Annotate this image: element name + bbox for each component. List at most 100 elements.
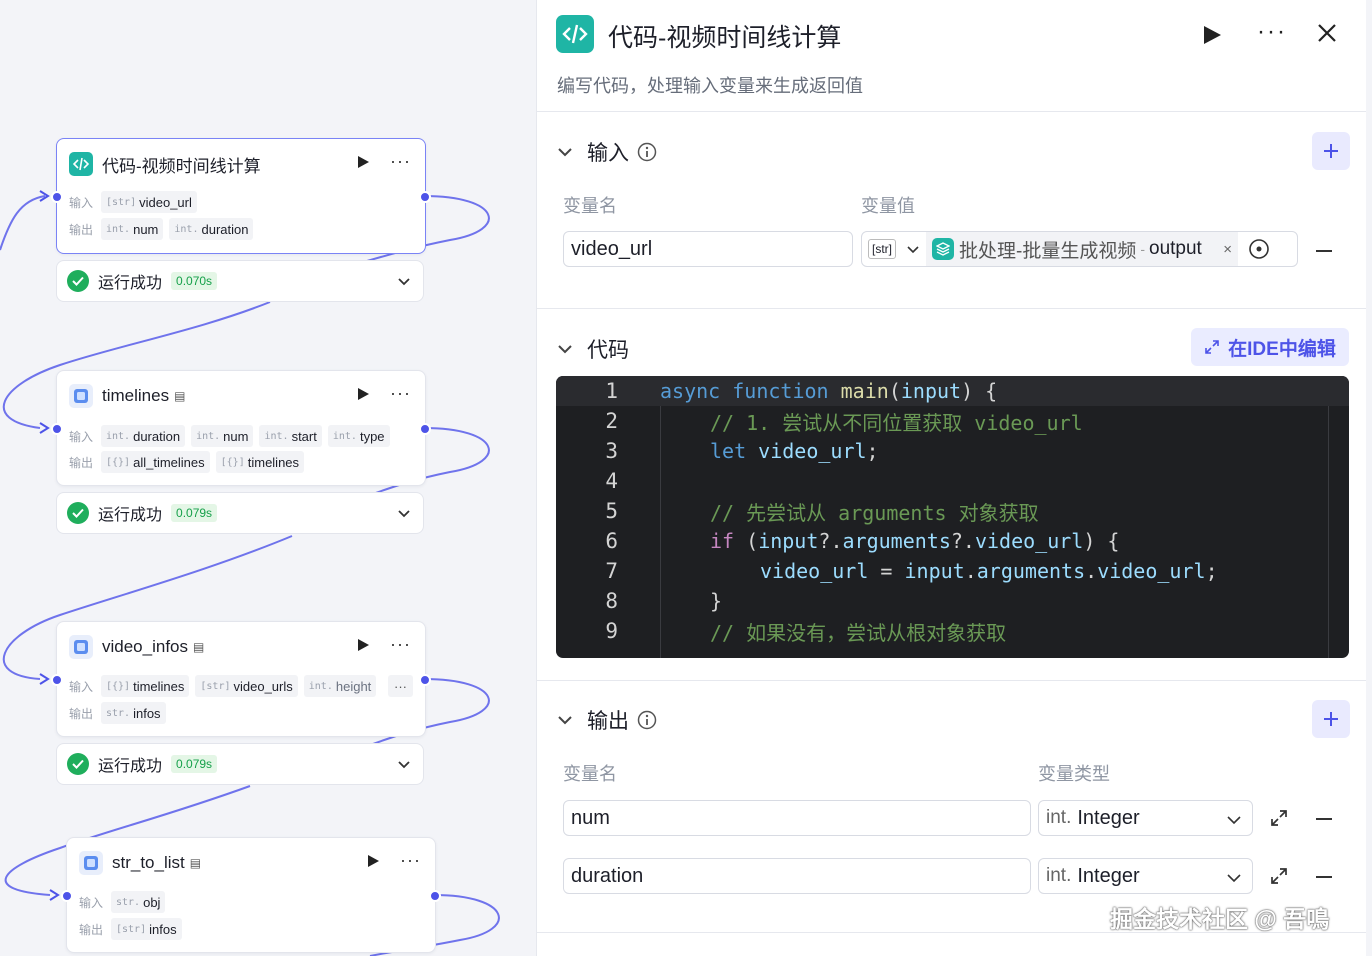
more-options-button[interactable]: ··· — [400, 850, 421, 870]
divider — [537, 932, 1367, 933]
info-icon[interactable] — [637, 710, 657, 730]
more-options-button[interactable]: ··· — [1257, 18, 1287, 45]
input-chip: int.type — [327, 425, 390, 447]
run-status-bar[interactable]: 运行成功 0.079s — [56, 492, 424, 534]
output-variable-name-field[interactable]: duration — [563, 858, 1031, 894]
output-port[interactable] — [419, 423, 431, 435]
run-status-bar[interactable]: 运行成功 0.070s — [56, 260, 424, 302]
storage-icon: ▤ — [193, 640, 205, 654]
input-chip: [str]video_urls — [195, 675, 298, 697]
input-port[interactable] — [61, 890, 73, 902]
chevron-down-icon[interactable] — [397, 757, 411, 771]
run-node-button[interactable] — [358, 639, 369, 651]
input-chip: str.obj — [111, 891, 166, 913]
input-port[interactable] — [51, 191, 63, 203]
column-header-type: 变量类型 — [1038, 764, 1110, 784]
run-button[interactable] — [1204, 26, 1221, 44]
code-line: 9 // 如果没有，尝试从根对象获取 — [605, 619, 1007, 645]
remove-input-button[interactable] — [1316, 250, 1332, 252]
node-str-to-list[interactable]: str_to_list ▤ ··· 输入 str.obj 输出 [str]inf… — [61, 837, 441, 953]
code-line: 1 async function main(input) { — [556, 376, 1349, 406]
output-chip: str.infos — [101, 702, 166, 724]
chevron-down-icon[interactable] — [1226, 871, 1242, 885]
node-outputs: 输出 [str]infos — [79, 918, 423, 940]
chevron-down-icon[interactable] — [397, 506, 411, 520]
input-section-header[interactable]: 输入 — [557, 137, 657, 167]
node-timelines[interactable]: timelines ▤ ··· 输入 int.duration int.num … — [51, 370, 431, 486]
input-port[interactable] — [51, 423, 63, 435]
edit-in-ide-button[interactable]: 在IDE中编辑 — [1191, 328, 1349, 366]
chevron-down-icon[interactable] — [557, 341, 573, 357]
output-chip: [str]infos — [111, 918, 182, 940]
node-config-panel: 代码-视频时间线计算 ··· 编写代码，处理输入变量来生成返回值 输入 变量名 … — [536, 0, 1367, 956]
clear-icon[interactable]: × — [1223, 240, 1232, 258]
more-inputs-chip[interactable]: ··· — [388, 675, 413, 697]
output-variable-name-field[interactable]: num — [563, 800, 1031, 836]
output-type-select[interactable]: int. Integer — [1038, 858, 1253, 894]
indent-guide — [660, 406, 661, 658]
panel-title[interactable]: 代码-视频时间线计算 — [608, 24, 842, 52]
plugin-icon — [69, 384, 93, 408]
run-node-button[interactable] — [368, 855, 379, 867]
code-icon — [69, 152, 93, 176]
divider — [537, 308, 1367, 309]
node-video-infos[interactable]: video_infos ▤ ··· 输入 [{}]timelines [str]… — [51, 621, 431, 737]
chevron-down-icon[interactable] — [397, 274, 411, 288]
close-icon[interactable] — [1316, 22, 1338, 44]
more-options-button[interactable]: ··· — [390, 383, 411, 403]
input-chip: int.height — [303, 675, 377, 697]
add-input-button[interactable] — [1312, 132, 1350, 170]
output-section-header[interactable]: 输出 — [557, 705, 657, 735]
panel-description: 编写代码，处理输入变量来生成返回值 — [557, 76, 863, 96]
input-port[interactable] — [51, 674, 63, 686]
variable-picker-icon[interactable] — [1248, 238, 1270, 260]
input-variable-name-field[interactable]: video_url — [563, 231, 853, 267]
watermark: 掘金技术社区 @ 吾鳴 — [1110, 906, 1330, 932]
input-chip: [str]video_url — [101, 191, 197, 213]
more-options-button[interactable]: ··· — [390, 634, 411, 654]
output-port[interactable] — [429, 890, 441, 902]
workflow-canvas[interactable]: 代码-视频时间线计算 ··· 输入 [str]video_url 输出 int.… — [0, 0, 536, 956]
node-outputs: 输出 int.num int.duration — [69, 218, 413, 240]
info-icon[interactable] — [637, 142, 657, 162]
remove-output-button[interactable] — [1316, 818, 1332, 820]
output-port[interactable] — [419, 674, 431, 686]
code-editor[interactable]: 1 async function main(input) { 2 // 1. 尝… — [556, 376, 1349, 658]
node-outputs: 输出 [{}]all_timelines [{}]timelines — [69, 451, 413, 473]
chevron-down-icon[interactable] — [557, 144, 573, 160]
chevron-down-icon[interactable] — [906, 242, 920, 256]
divider — [537, 680, 1367, 681]
more-options-button[interactable]: ··· — [390, 151, 411, 171]
chevron-down-icon[interactable] — [557, 712, 573, 728]
run-node-button[interactable] — [358, 388, 369, 400]
plugin-icon — [69, 635, 93, 659]
input-variable-value-field[interactable]: [str] 批处理-批量生成视频 - output × — [861, 231, 1298, 267]
node-code-timeline[interactable]: 代码-视频时间线计算 ··· 输入 [str]video_url 输出 int.… — [51, 138, 431, 254]
run-status-bar[interactable]: 运行成功 0.079s — [56, 743, 424, 785]
code-section-header[interactable]: 代码 — [557, 334, 629, 364]
variable-reference[interactable]: 批处理-批量生成视频 - output × — [926, 232, 1238, 266]
code-line: 7 video_url = input.arguments.video_url; — [605, 559, 1218, 583]
expand-icon[interactable] — [1269, 866, 1289, 886]
output-port[interactable] — [419, 191, 431, 203]
node-inputs: 输入 int.duration int.num int.start int.ty… — [69, 425, 413, 447]
node-title: str_to_list — [112, 853, 185, 872]
run-time-badge: 0.079s — [171, 755, 218, 773]
success-check-icon — [67, 753, 89, 775]
editor-ruler — [1328, 376, 1329, 658]
add-output-button[interactable] — [1312, 700, 1350, 738]
input-chip: int.num — [191, 425, 254, 447]
input-chip: [{}]timelines — [101, 675, 190, 697]
output-chip: int.num — [101, 218, 164, 240]
success-check-icon — [67, 270, 89, 292]
panel-edge — [1366, 0, 1372, 956]
code-line: 3 let video_url; — [605, 439, 879, 463]
run-node-button[interactable] — [358, 156, 369, 168]
code-icon — [556, 15, 594, 53]
expand-icon[interactable] — [1269, 808, 1289, 828]
plugin-icon — [79, 851, 103, 875]
chevron-down-icon[interactable] — [1226, 813, 1242, 827]
remove-output-button[interactable] — [1316, 876, 1332, 878]
divider — [537, 111, 1367, 112]
output-type-select[interactable]: int. Integer — [1038, 800, 1253, 836]
